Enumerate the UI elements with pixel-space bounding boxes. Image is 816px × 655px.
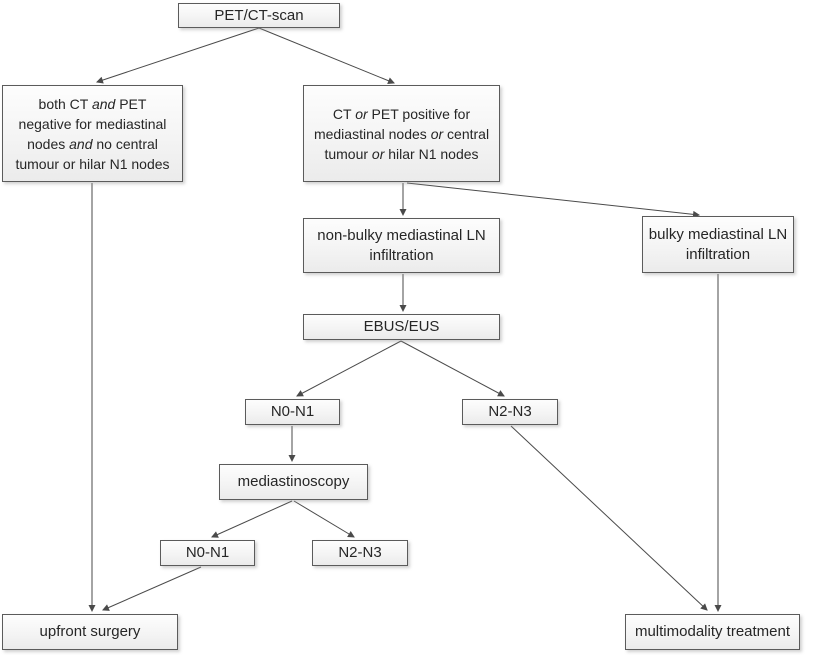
node-label: N2-N3 [338, 544, 382, 561]
node-n0n1-lower: N0-N1 [160, 540, 255, 566]
text-segment-italic: or [355, 105, 368, 122]
text-segment: CT [332, 105, 356, 122]
node-label: EBUS/EUS [363, 318, 440, 335]
text-segment: nodes [27, 135, 70, 152]
text-segment-italic: or [430, 125, 444, 142]
node-label: upfront surgery [39, 623, 141, 640]
text-segment-italic: or [371, 145, 385, 162]
edge-ebus-to-n0n1 [296, 340, 402, 397]
node-n0n1-upper: N0-N1 [245, 399, 340, 425]
node-label: multimodality treatment [634, 623, 791, 640]
edge-petct-to-positive [258, 27, 395, 84]
node-label: bulky mediastinal LN infiltration [649, 225, 787, 265]
node-label: PET/CT-scan [214, 6, 304, 24]
node-label: CT or PET positive for mediastinal nodes… [314, 104, 489, 164]
node-label: N0-N1 [185, 544, 230, 561]
edge-positive-to-bulky [406, 182, 701, 218]
text-segment: no central [92, 135, 158, 152]
edge-ebus-to-n2n3 [400, 340, 505, 397]
node-multimodality-treatment: multimodality treatment [625, 614, 800, 650]
text-segment-italic: and [91, 95, 116, 112]
text-segment: mediastinal nodes [313, 125, 431, 142]
node-label: N2-N3 [488, 403, 532, 420]
node-n2n3-upper: N2-N3 [462, 399, 558, 425]
text-segment: both CT [38, 95, 92, 112]
node-label: both CT and PET negative for mediastinal… [15, 94, 169, 174]
text-segment: negative for mediastinal [18, 115, 167, 132]
text-segment: hilar N1 nodes [384, 145, 479, 162]
text-segment: PET positive for [367, 105, 471, 122]
node-ct-pet-positive: CT or PET positive for mediastinal nodes… [303, 85, 500, 182]
edge-mediastinoscopy-to-n0n1 [211, 500, 293, 538]
node-n2n3-lower: N2-N3 [312, 540, 408, 566]
node-ebus-eus: EBUS/EUS [303, 314, 500, 340]
text-segment: central [443, 125, 490, 142]
edge-n0n1-to-surgery [102, 566, 202, 611]
text-segment: tumour [324, 145, 372, 162]
text-segment: tumour or hilar N1 nodes [15, 155, 170, 172]
node-petct-scan: PET/CT-scan [178, 3, 340, 28]
node-label: non-bulky mediastinal LN infiltration [317, 226, 485, 266]
node-upfront-surgery: upfront surgery [2, 614, 178, 650]
node-nonbulky-infiltration: non-bulky mediastinal LN infiltration [303, 218, 500, 273]
node-ct-pet-negative: both CT and PET negative for mediastinal… [2, 85, 183, 182]
text-segment: PET [115, 95, 147, 112]
text-line: infiltration [369, 246, 434, 264]
node-bulky-infiltration: bulky mediastinal LN infiltration [642, 216, 794, 273]
text-line: infiltration [685, 245, 751, 263]
text-line: non-bulky mediastinal LN [317, 226, 486, 244]
edge-mediastinoscopy-to-n2n3 [293, 500, 355, 538]
node-label: N0-N1 [270, 403, 315, 420]
text-line: bulky mediastinal LN [648, 225, 788, 243]
node-label: mediastinoscopy [237, 473, 350, 490]
text-segment-italic: and [69, 135, 93, 152]
node-mediastinoscopy: mediastinoscopy [219, 464, 368, 500]
edge-n2n3-to-multimodality [510, 425, 708, 611]
edge-petct-to-negative [96, 27, 260, 84]
